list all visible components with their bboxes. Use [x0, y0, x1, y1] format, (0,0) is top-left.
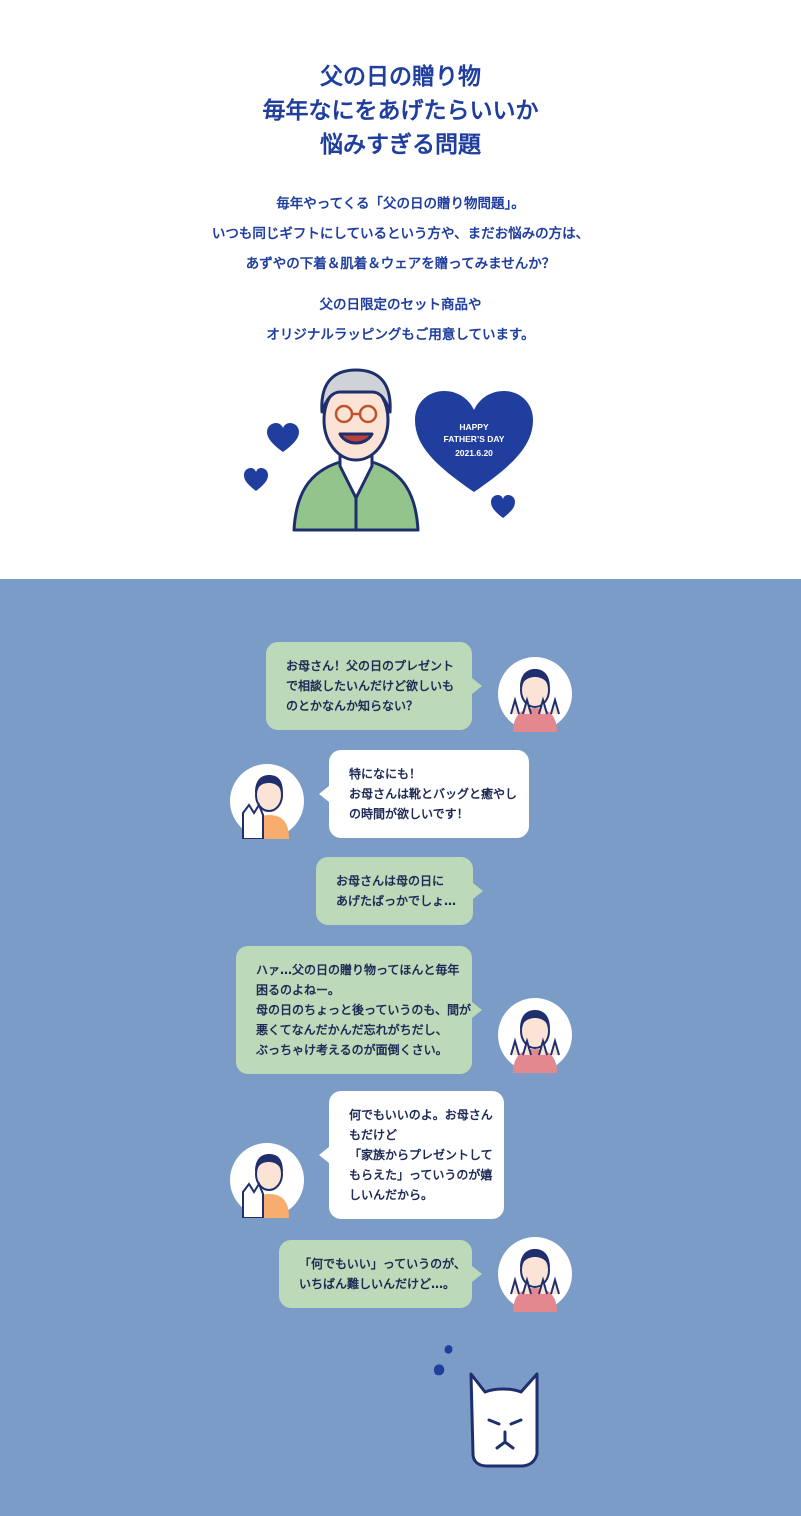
- daughter-avatar: [498, 657, 572, 732]
- daughter-avatar: [498, 998, 572, 1073]
- lead-line: あずやの下着＆肌着＆ウェアを贈ってみませんか？: [245, 256, 556, 272]
- lead-line: 毎年やってくる「父の日の贈り物問題」。: [276, 196, 525, 212]
- message-line: で相談したいんだけど欲しいも: [286, 679, 455, 693]
- cat-mascot-icon: [433, 1345, 539, 1468]
- message-line: もだけど: [349, 1128, 398, 1142]
- father-figure: [292, 368, 420, 532]
- message-line: 「家族からプレゼントして: [349, 1148, 493, 1162]
- message-line: 何でもいいのよ。お母さん: [349, 1108, 493, 1122]
- message-line: いちばん難しいんだけど…。: [299, 1277, 456, 1291]
- heart-icon: [267, 423, 299, 452]
- chat-bubble-mother: 何でもいいのよ。お母さん もだけど 「家族からプレゼントして もらえた」っていう…: [319, 1091, 504, 1219]
- title-line: 悩みすぎる問題: [320, 132, 481, 158]
- message-line: 悪くてなんだかんだ忘れがちだし、: [256, 1023, 448, 1037]
- chat-bubble-daughter: ハァ…父の日の贈り物ってほんと毎年 困るのよねー。 母の日のちょっと後っていうの…: [236, 946, 482, 1074]
- message-line: 特になにも！: [349, 767, 422, 781]
- message-line: お母さん！父の日のプレゼント: [286, 659, 455, 673]
- lead-line: いつも同じギフトにしているという方や、まだお悩みの方は、: [211, 226, 590, 242]
- page-title: 父の日の贈り物 毎年なにをあげたらいいか 悩みすぎる問題: [0, 60, 801, 162]
- heart-icon: [244, 468, 268, 491]
- message-line: お母さんは靴とバッグと癒やし: [349, 787, 518, 801]
- lead-line: 父の日限定のセット商品や: [319, 297, 482, 313]
- mother-avatar: [230, 1143, 304, 1218]
- message-line: もらえた」っていうのが嬉: [349, 1168, 493, 1182]
- chat-bubble-daughter: お母さんは母の日に あげたばっかでしょ…: [316, 857, 483, 925]
- chat-section: お母さん！父の日のプレゼント で相談したいんだけど欲しいも のとかなんか知らない…: [0, 579, 801, 1516]
- message-line: 母の日のちょっと後っていうのも、間が: [256, 1003, 472, 1017]
- lead-paragraph-2: 父の日限定のセット商品や オリジナルラッピングもご用意しています。: [0, 290, 801, 350]
- message-line: あげたばっかでしょ…: [336, 894, 457, 908]
- chat-bubble-daughter: お母さん！父の日のプレゼント で相談したいんだけど欲しいも のとかなんか知らない…: [266, 642, 482, 730]
- heart-badge-icon: HAPPY FATHER’S DAY 2021.6.20: [415, 391, 533, 492]
- message-line: のとかなんか知らない？: [286, 699, 419, 713]
- message-line: お母さんは母の日に: [336, 874, 445, 888]
- lead-line: オリジナルラッピングもご用意しています。: [266, 327, 535, 343]
- father-illustration: HAPPY FATHER’S DAY 2021.6.20: [244, 368, 533, 532]
- message-line: の時間が欲しいです！: [349, 807, 469, 821]
- heart-badge-line: FATHER’S DAY: [444, 434, 505, 444]
- message-line: 困るのよねー。: [256, 983, 340, 997]
- heart-badge-line: 2021.6.20: [455, 448, 493, 458]
- chat-bubble-daughter: 「何でもいい」っていうのが、 いちばん難しいんだけど…。: [279, 1240, 482, 1308]
- heart-badge-line: HAPPY: [459, 422, 489, 432]
- message-line: しいんだから。: [349, 1188, 434, 1202]
- title-line: 毎年なにをあげたらいいか: [262, 98, 539, 124]
- intro-section: 父の日の贈り物 毎年なにをあげたらいいか 悩みすぎる問題 毎年やってくる「父の日…: [0, 0, 801, 579]
- heart-icon: [491, 495, 515, 518]
- lead-paragraph: 毎年やってくる「父の日の贈り物問題」。 いつも同じギフトにしているという方や、ま…: [0, 189, 801, 279]
- message-line: 「何でもいい」っていうのが、: [299, 1257, 466, 1271]
- message-line: ぶっちゃけ考えるのが面倒くさい。: [256, 1043, 448, 1057]
- mother-avatar: [230, 764, 304, 839]
- title-line: 父の日の贈り物: [320, 64, 481, 90]
- message-line: ハァ…父の日の贈り物ってほんと毎年: [256, 963, 460, 977]
- daughter-avatar: [498, 1237, 572, 1312]
- chat-bubble-mother: 特になにも！ お母さんは靴とバッグと癒やし の時間が欲しいです！: [319, 750, 529, 838]
